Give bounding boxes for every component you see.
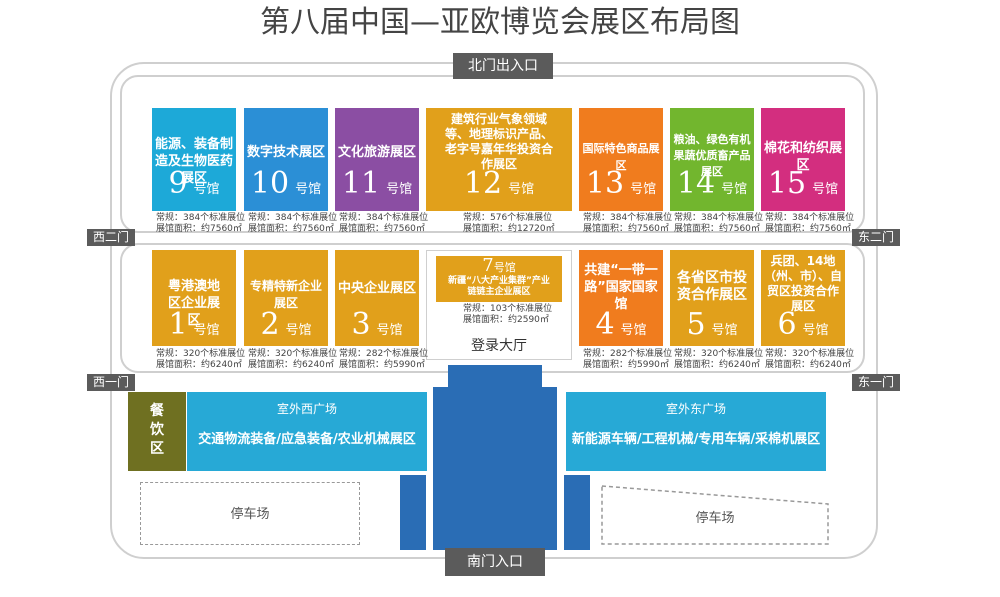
hall-12: 建筑行业气象领域等、地理标识产品、老字号嘉年华投资合作展区 12 号馆 xyxy=(426,108,572,211)
west-plaza-title: 室外西广场 xyxy=(276,402,337,416)
west1-gate-label: 西一门 xyxy=(87,374,136,391)
hall-3-number: 3 xyxy=(351,307,371,342)
hall-1: 粤港澳地区企业展区 1 号馆 xyxy=(152,250,236,346)
page-title: 第八届中国—亚欧博览会展区布局图 xyxy=(260,5,740,40)
hall-7: 7号馆 新疆“八大产业集群”产业链链主企业展区 xyxy=(436,256,562,302)
dining-area: 餐饮区 xyxy=(128,392,186,471)
hall-9-number: 9 xyxy=(168,166,188,201)
east-plaza-name: 新能源车辆/工程机械/专用车辆/采棉机展区 xyxy=(571,432,821,447)
hall-9-theme: 能源、装备制造及生物医药展区 xyxy=(155,137,234,186)
hall-2-caption: 常规：320个标准展位展馆面积：约6240㎡ xyxy=(248,349,338,370)
hall-14: 粮油、绿色有机果蔬优质畜产品展区 14 号馆 xyxy=(670,108,754,211)
east-plaza-title: 室外东广场 xyxy=(665,402,726,416)
outdoor-west-plaza: 室外西广场 交通物流装备/应急装备/农业机械展区 xyxy=(187,392,427,471)
hall-11-theme: 文化旅游展区 xyxy=(338,145,417,160)
east1-gate-label: 东一门 xyxy=(852,374,901,391)
hall-2-number: 2 xyxy=(260,307,280,342)
hall-12-number: 12 xyxy=(463,166,503,201)
parking-east-label: 停车场 xyxy=(695,511,735,526)
hall-2: 专精特新企业展区 2 号馆 xyxy=(244,250,328,346)
hall-suffix: 号馆 xyxy=(285,323,312,338)
hall-suffix: 号馆 xyxy=(193,323,220,338)
hall-4-caption: 常规：282个标准展位展馆面积：约5990㎡ xyxy=(583,349,673,370)
hall-10-number: 10 xyxy=(250,166,290,201)
north-gate-label: 北门出入口 xyxy=(453,53,553,79)
hall-3-caption: 常规：282个标准展位展馆面积：约5990㎡ xyxy=(339,349,429,370)
hall-suffix: 号馆 xyxy=(812,182,839,197)
hall-9-caption: 常规：384个标准展位展馆面积：约7560㎡ xyxy=(156,213,246,234)
hall-15: 棉花和纺织展区 15 号馆 xyxy=(761,108,845,211)
south-gate-label: 南门入口 xyxy=(445,548,545,576)
parking-west: 停车场 xyxy=(140,482,360,545)
hall-3-theme: 中央企业展区 xyxy=(338,281,417,296)
hall-suffix: 号馆 xyxy=(376,323,403,338)
hall-15-caption: 常规：384个标准展位展馆面积：约7560㎡ xyxy=(765,213,855,234)
hall-7-number: 7 xyxy=(482,256,494,276)
hall-4-theme: 共建“一带一路”国家国家馆 xyxy=(584,263,658,312)
outdoor-east-plaza: 室外东广场 新能源车辆/工程机械/专用车辆/采棉机展区 xyxy=(566,392,826,471)
hall-5-number: 5 xyxy=(686,307,706,342)
hall-14-theme: 粮油、绿色有机果蔬优质畜产品展区 xyxy=(673,133,751,178)
hall-13-caption: 常规：384个标准展位展馆面积：约7560㎡ xyxy=(583,213,673,234)
hall-suffix: 号馆 xyxy=(508,182,535,197)
hall-15-theme: 棉花和纺织展区 xyxy=(764,141,843,173)
hall-7-caption: 常规：103个标准展位展馆面积：约2590㎡ xyxy=(463,304,553,325)
corridor-wing-east xyxy=(564,475,590,550)
hall-suffix: 号馆 xyxy=(493,261,516,274)
hall-9: 能源、装备制造及生物医药展区 9 号馆 xyxy=(152,108,236,211)
hall-suffix: 号馆 xyxy=(630,182,657,197)
hall-suffix: 号馆 xyxy=(193,182,220,197)
hall-6-theme: 兵团、14地（州、市）、自贸区投资合作展区 xyxy=(764,254,843,313)
hall-6-caption: 常规：320个标准展位展馆面积：约6240㎡ xyxy=(765,349,855,370)
parking-east xyxy=(601,485,829,545)
hall-6: 兵团、14地（州、市）、自贸区投资合作展区 6 号馆 xyxy=(761,250,845,346)
hall-suffix: 号馆 xyxy=(386,182,413,197)
hall-13-theme: 国际特色商品展区 xyxy=(582,142,660,172)
hall-14-caption: 常规：384个标准展位展馆面积：约7560㎡ xyxy=(674,213,764,234)
hall-suffix: 号馆 xyxy=(721,182,748,197)
hall-15-number: 15 xyxy=(767,166,807,201)
lobby-label: 登录大厅 xyxy=(471,338,527,354)
hall-12-theme: 建筑行业气象领域等、地理标识产品、老字号嘉年华投资合作展区 xyxy=(444,112,553,171)
corridor-wing-west xyxy=(400,475,426,550)
hall-suffix: 号馆 xyxy=(295,182,322,197)
east2-gate-label: 东二门 xyxy=(852,229,901,246)
west-plaza-name: 交通物流装备/应急装备/农业机械展区 xyxy=(198,432,416,447)
hall-1-number: 1 xyxy=(168,307,188,342)
west2-gate-label: 西二门 xyxy=(87,229,136,246)
hall-4-number: 4 xyxy=(595,307,615,342)
parking-west-label: 停车场 xyxy=(230,507,270,522)
hall-3: 中央企业展区 3 号馆 xyxy=(335,250,419,346)
hall-6-number: 6 xyxy=(777,307,797,342)
hall-12-caption: 常规：576个标准展位展馆面积：约12720㎡ xyxy=(463,213,555,234)
hall-1-caption: 常规：320个标准展位展馆面积：约6240㎡ xyxy=(156,349,246,370)
hall-14-number: 14 xyxy=(676,166,716,201)
lobby-entrance xyxy=(448,365,542,387)
hall-4: 共建“一带一路”国家国家馆 4 号馆 xyxy=(579,250,663,346)
dining-label: 餐饮区 xyxy=(150,403,164,457)
hall-10-caption: 常规：384个标准展位展馆面积：约7560㎡ xyxy=(248,213,338,234)
hall-10: 数字技术展区 10 号馆 xyxy=(244,108,328,211)
hall-7-theme: 新疆“八大产业集群”产业链链主企业展区 xyxy=(448,276,550,297)
hall-13-number: 13 xyxy=(585,166,625,201)
hall-11: 文化旅游展区 11 号馆 xyxy=(335,108,419,211)
hall-11-number: 11 xyxy=(341,166,381,201)
hall-13: 国际特色商品展区 13 号馆 xyxy=(579,108,663,211)
hall-10-theme: 数字技术展区 xyxy=(247,145,326,160)
hall-suffix: 号馆 xyxy=(802,323,829,338)
central-corridor xyxy=(433,387,557,550)
hall-11-caption: 常规：384个标准展位展馆面积：约7560㎡ xyxy=(339,213,429,234)
hall-5: 各省区市投资合作展区 5 号馆 xyxy=(670,250,754,346)
hall-2-theme: 专精特新企业展区 xyxy=(249,279,322,310)
hall-5-theme: 各省区市投资合作展区 xyxy=(677,270,747,303)
hall-suffix: 号馆 xyxy=(711,323,738,338)
hall-suffix: 号馆 xyxy=(620,323,647,338)
hall-5-caption: 常规：320个标准展位展馆面积：约6240㎡ xyxy=(674,349,764,370)
hall-1-theme: 粤港澳地区企业展区 xyxy=(167,279,220,328)
